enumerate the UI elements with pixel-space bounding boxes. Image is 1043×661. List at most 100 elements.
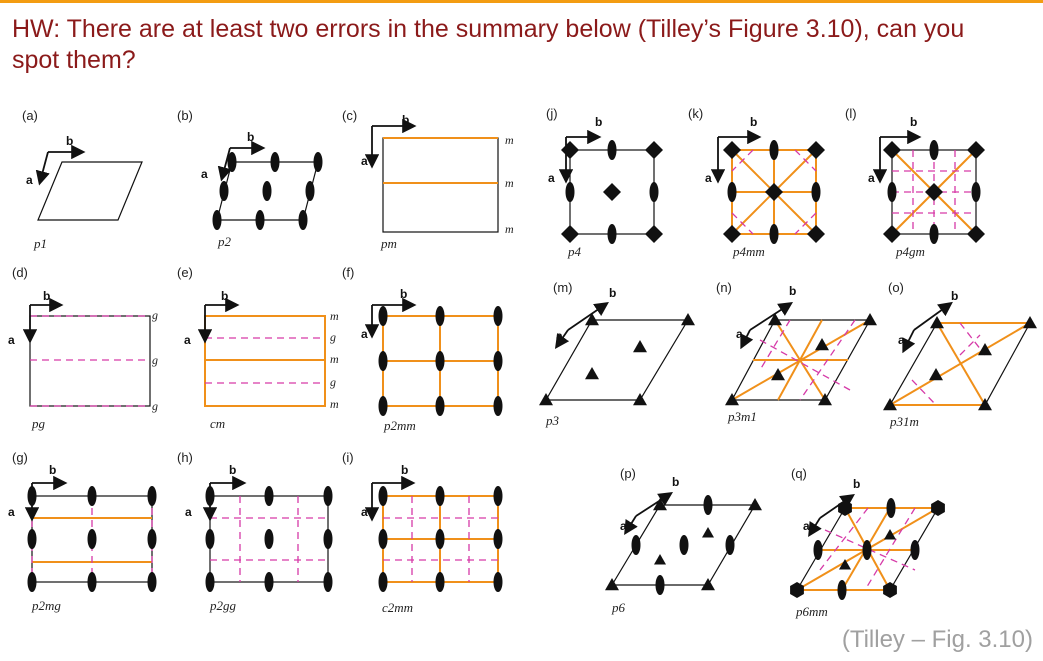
twofold-axis [679,535,689,555]
twofold-axis [262,181,272,201]
twofold-axis [87,572,97,592]
panel-k-letter: (k) [688,106,703,121]
axis-b-label: b [951,289,958,303]
panel-f-name: p2mm [383,418,416,433]
twofold-axis [435,529,445,549]
axis-a-label: a [185,505,192,519]
twofold-axis [264,529,274,549]
axis-b-label: b [609,286,616,300]
threefold-axis [839,559,851,570]
axis-b-label: b [789,284,796,298]
twofold-axis [219,181,229,201]
panel-f-letter: (f) [342,265,354,280]
a-axis-arrow [554,329,570,349]
fourfold-axis [807,141,825,159]
twofold-axis [769,140,779,160]
twofold-axis [493,306,503,326]
glide-line [731,149,754,172]
threefold-axis [978,398,992,411]
fourfold-axis [723,141,741,159]
axis-a-label: a [26,173,33,187]
cell-edge [592,320,640,400]
axis-a-label: a [548,171,555,185]
axis-b-label: b [672,475,679,489]
sixfold-axis [838,500,852,516]
panel-m-letter: (m) [553,280,573,295]
threefold-axis [585,367,599,380]
panel-e-line-label: g [330,375,336,389]
axis-b-label: b [43,289,50,303]
twofold-axis [725,535,735,555]
twofold-axis [255,210,265,230]
twofold-axis [886,498,896,518]
a-axis-arrow [624,515,638,536]
twofold-axis [435,306,445,326]
twofold-axis [631,535,641,555]
threefold-axis [1023,316,1037,329]
twofold-axis [305,181,315,201]
axis-b-label: b [402,113,409,127]
twofold-axis [649,182,659,202]
twofold-axis [264,486,274,506]
twofold-axis [205,486,215,506]
twofold-axis [435,572,445,592]
a-axis-arrow [902,329,916,354]
a-axis-arrow [740,329,754,350]
twofold-axis [378,306,388,326]
threefold-axis [818,393,832,406]
glide-line [794,212,817,235]
twofold-axis [862,540,872,560]
twofold-axis [435,396,445,416]
threefold-axis [539,393,553,406]
panel-c-line-label: m [505,133,514,147]
panel-m-name: p3 [545,413,560,428]
panel-e-line-label: m [330,397,339,411]
b-axis-arrow [819,493,855,519]
twofold-axis [205,572,215,592]
twofold-axis [227,152,237,172]
axis-b-label: b [910,115,917,129]
panel-g-letter: (g) [12,450,28,465]
fourfold-axis [645,141,663,159]
twofold-axis [910,540,920,560]
twofold-axis [270,152,280,172]
unit-cell [37,161,143,221]
axis-a-label: a [361,505,368,519]
panel-p-name: p6 [611,600,626,615]
threefold-axis [725,393,739,406]
twofold-axis [493,572,503,592]
threefold-axis [702,527,714,538]
unit-cell [382,137,499,233]
twofold-axis [87,486,97,506]
panel-d-line-label: g [152,353,158,367]
glide-line [959,334,981,356]
glide-line [759,339,851,391]
panel-b-letter: (b) [177,108,193,123]
panel-i-name: c2mm [382,600,413,615]
panel-k-name: p4mm [732,244,765,259]
panel-e-line-label: m [330,352,339,366]
fourfold-axis [765,183,783,201]
twofold-axis [313,152,323,172]
twofold-axis [971,182,981,202]
twofold-axis [727,182,737,202]
twofold-axis [607,224,617,244]
panel-c-line-label: m [505,176,514,190]
fourfold-axis [883,225,901,243]
panel-l-name: p4gm [895,244,925,259]
axis-b-label: b [229,463,236,477]
panel-q-name: p6mm [795,604,828,619]
panel-d-letter: (d) [12,265,28,280]
axis-b-label: b [400,287,407,301]
twofold-axis [493,529,503,549]
accent-bar [0,0,1043,3]
figure-caption: (Tilley – Fig. 3.10) [841,626,1033,653]
threefold-axis [653,498,667,511]
threefold-axis [654,554,666,565]
glide-line [794,149,817,172]
twofold-axis [811,182,821,202]
twofold-axis [323,529,333,549]
twofold-axis [264,572,274,592]
twofold-axis [205,529,215,549]
